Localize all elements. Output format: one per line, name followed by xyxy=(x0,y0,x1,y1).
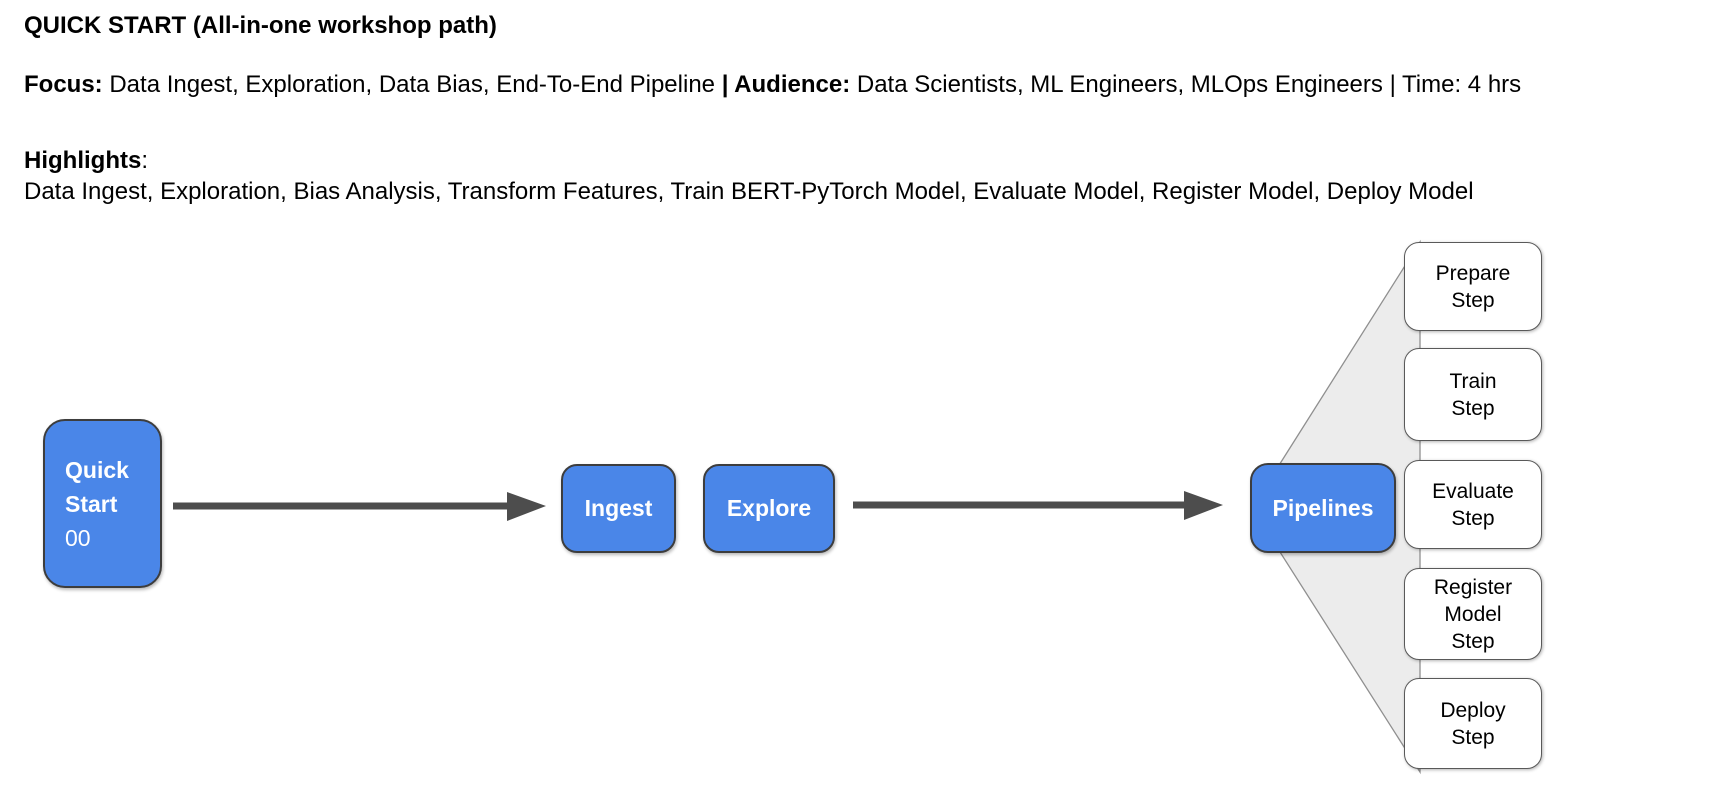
highlights-label-line: Highlights: xyxy=(24,147,148,175)
step-node-evaluate: Evaluate Step xyxy=(1404,460,1542,549)
step-node-register-model: Register Model Step xyxy=(1404,568,1542,660)
quick-start-title: Quick Start xyxy=(65,456,129,517)
audience-value: Data Scientists, ML Engineers, MLOps Eng… xyxy=(856,71,1522,98)
ingest-node: Ingest xyxy=(561,464,676,553)
focus-value: Data Ingest, Exploration, Data Bias, End… xyxy=(109,71,716,98)
highlights-content: Data Ingest, Exploration, Bias Analysis,… xyxy=(24,178,1474,205)
quick-start-node: Quick Start 00 xyxy=(43,419,162,588)
highlights-colon: : xyxy=(141,147,148,174)
arrow-explore-to-pipelines-icon xyxy=(853,491,1223,520)
page-title: QUICK START (All-in-one workshop path) xyxy=(24,12,497,39)
highlights-label: Highlights xyxy=(24,147,142,174)
step-node-prepare: Prepare Step xyxy=(1404,242,1542,331)
explore-node: Explore xyxy=(703,464,835,553)
focus-line: Focus: Data Ingest, Exploration, Data Bi… xyxy=(24,71,1521,99)
audience-label: | Audience: xyxy=(721,71,851,98)
focus-label: Focus: xyxy=(24,71,103,98)
arrow-quickstart-to-ingest-icon xyxy=(173,492,546,521)
quick-start-number: 00 xyxy=(65,524,91,551)
pipelines-node: Pipelines xyxy=(1250,463,1396,553)
step-node-deploy: Deploy Step xyxy=(1404,678,1542,769)
step-node-train: Train Step xyxy=(1404,348,1542,441)
